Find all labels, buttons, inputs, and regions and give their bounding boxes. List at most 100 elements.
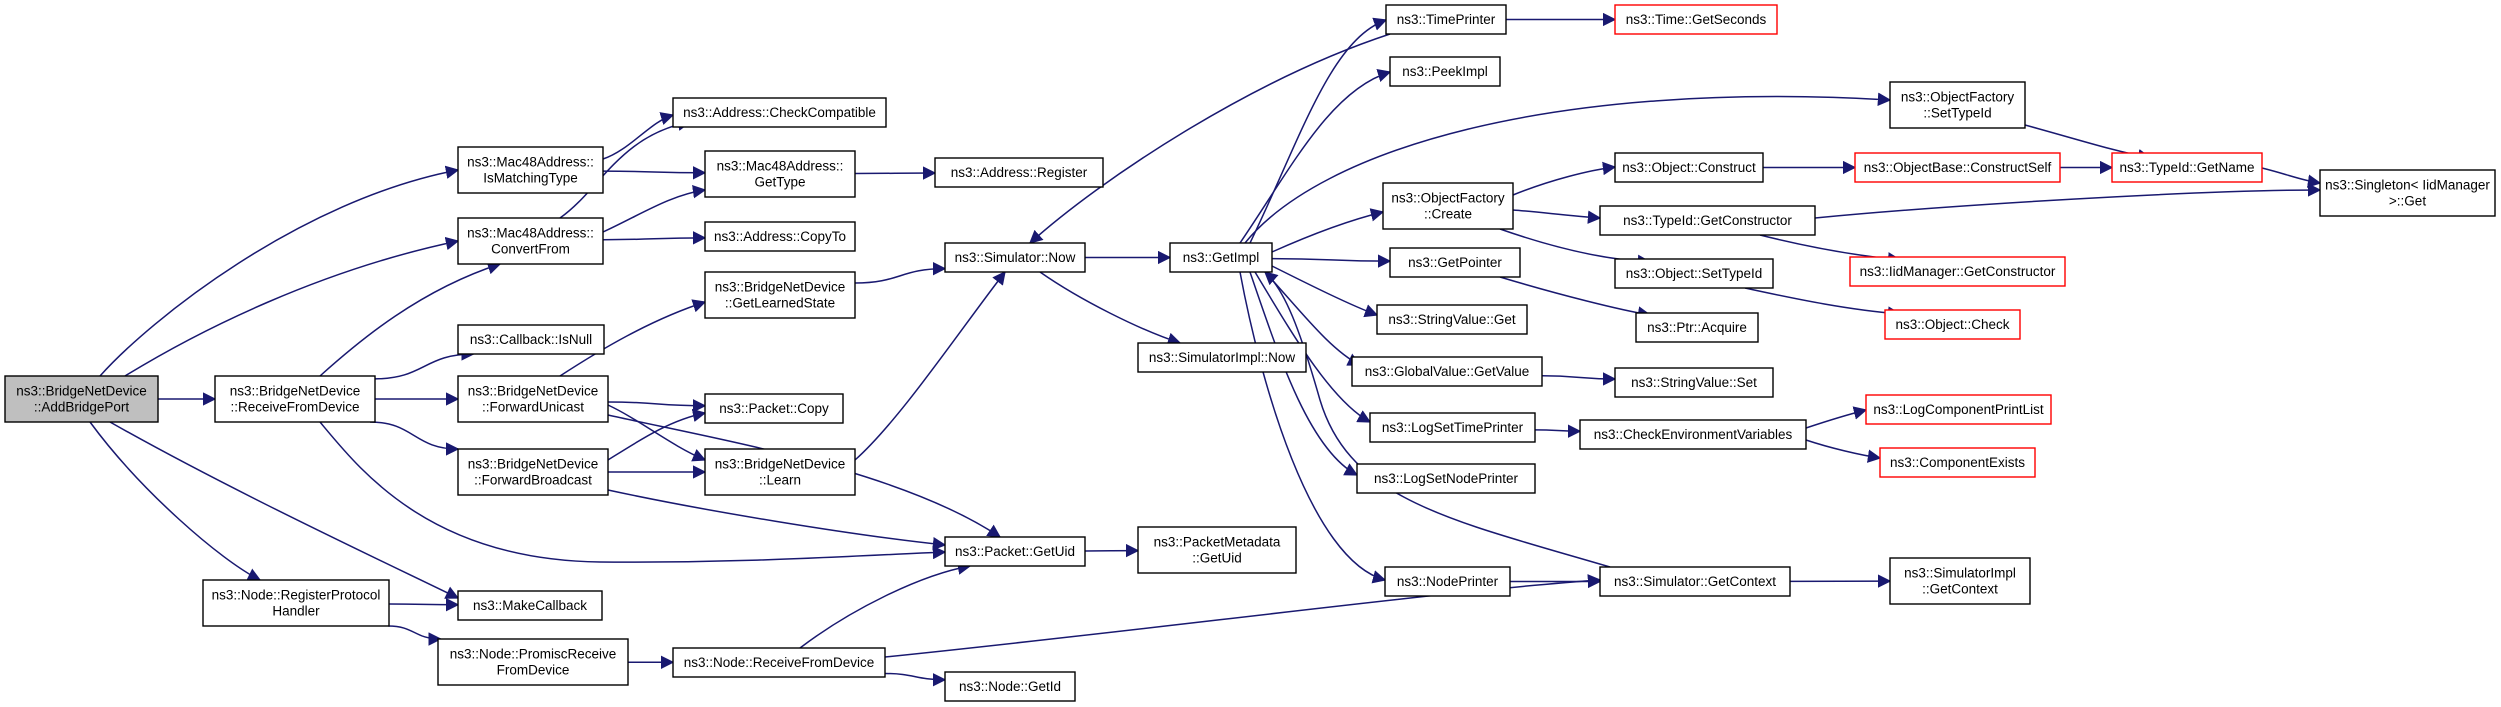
node-StringValueSet[interactable]: ns3::StringValue::Set bbox=[1614, 367, 1774, 398]
node-label: ns3::Address::CheckCompatible bbox=[683, 105, 876, 120]
edge-GetImpl-to-NodePrinter bbox=[1239, 271, 1387, 584]
node-box bbox=[672, 97, 887, 128]
node-label: ns3::BridgeNetDevice bbox=[230, 383, 361, 398]
node-LogSetNodePrinter[interactable]: ns3::LogSetNodePrinter bbox=[1356, 463, 1536, 494]
node-label: ns3::BridgeNetDevice bbox=[468, 383, 599, 398]
node-NodeGetId[interactable]: ns3::Node::GetId bbox=[944, 671, 1076, 702]
node-SimulatorNow[interactable]: ns3::Simulator::Now bbox=[944, 242, 1086, 273]
node-PacketMetadataGetUid[interactable]: ns3::PacketMetadata::GetUid bbox=[1137, 526, 1297, 574]
node-label: ns3::Packet::Copy bbox=[719, 401, 829, 416]
node-ConstructSelf[interactable]: ns3::ObjectBase::ConstructSelf bbox=[1854, 152, 2061, 183]
node-ConvertFrom[interactable]: ns3::Mac48Address::ConvertFrom bbox=[457, 217, 604, 265]
node-label: ns3::BridgeNetDevice bbox=[715, 456, 846, 471]
node-TimeGetSeconds[interactable]: ns3::Time::GetSeconds bbox=[1614, 4, 1778, 35]
node-label: ns3::GetImpl bbox=[1183, 250, 1260, 265]
edge-NodeReceiveFromDevice-to-PacketGetUid bbox=[799, 561, 972, 649]
edge-Learn-to-SimulatorNow bbox=[854, 270, 1006, 461]
node-box bbox=[1389, 56, 1501, 87]
node-CheckEnvironmentVariables[interactable]: ns3::CheckEnvironmentVariables bbox=[1579, 419, 1807, 450]
edge-AddBridgePort-to-RegisterProtocolHandler bbox=[89, 421, 262, 581]
node-AddressRegister[interactable]: ns3::Address::Register bbox=[934, 157, 1104, 188]
node-NodeReceiveFromDevice[interactable]: ns3::Node::ReceiveFromDevice bbox=[672, 647, 886, 678]
edge-CheckEnvironmentVariables-to-ComponentExists bbox=[1805, 439, 1882, 463]
edge-CheckEnvironmentVariables-to-LogComponentPrintList bbox=[1805, 406, 1868, 429]
node-SingletonGet[interactable]: ns3::Singleton< IidManager >::Get bbox=[2319, 169, 2496, 217]
node-ReceiveFromDevice[interactable]: ns3::BridgeNetDevice::ReceiveFromDevice bbox=[214, 375, 376, 423]
node-SimulatorImplNow[interactable]: ns3::SimulatorImpl::Now bbox=[1137, 342, 1307, 373]
node-box bbox=[1889, 81, 2026, 129]
node-box bbox=[1614, 367, 1774, 398]
node-PacketGetUid[interactable]: ns3::Packet::GetUid bbox=[944, 536, 1086, 567]
node-ComponentExists[interactable]: ns3::ComponentExists bbox=[1879, 447, 2036, 478]
edge-ForwardBroadcast-to-PacketCopy bbox=[607, 408, 707, 461]
edge-IsMatchingType-to-Mac48GetType bbox=[602, 166, 707, 180]
node-label: ns3::Node::RegisterProtocol bbox=[212, 587, 381, 602]
node-box bbox=[1854, 152, 2061, 183]
node-Mac48GetType[interactable]: ns3::Mac48Address::GetType bbox=[704, 150, 856, 198]
node-box bbox=[704, 271, 856, 319]
node-box bbox=[704, 448, 856, 496]
node-GetImpl[interactable]: ns3::GetImpl bbox=[1169, 242, 1273, 273]
node-ObjectConstruct[interactable]: ns3::Object::Construct bbox=[1614, 152, 1764, 183]
edge-TypeIdGetConstructor-to-IidManagerGetConstructor bbox=[1759, 234, 1902, 266]
node-TypeIdGetConstructor[interactable]: ns3::TypeId::GetConstructor bbox=[1599, 205, 1816, 236]
node-PacketCopy[interactable]: ns3::Packet::Copy bbox=[704, 393, 844, 424]
node-TimePrinter[interactable]: ns3::TimePrinter bbox=[1385, 4, 1507, 35]
node-MakeCallback[interactable]: ns3::MakeCallback bbox=[457, 590, 603, 621]
node-ObjectCheck[interactable]: ns3::Object::Check bbox=[1884, 309, 2021, 340]
node-label: ns3::PeekImpl bbox=[1402, 64, 1488, 79]
node-CheckCompatible[interactable]: ns3::Address::CheckCompatible bbox=[672, 97, 887, 128]
node-box bbox=[1137, 342, 1307, 373]
edge-Mac48GetType-to-AddressRegister bbox=[854, 166, 937, 180]
node-box bbox=[1137, 526, 1297, 574]
node-ObjectFactoryCreate[interactable]: ns3::ObjectFactory::Create bbox=[1382, 182, 1514, 230]
node-box bbox=[1382, 182, 1514, 230]
node-PeekImpl[interactable]: ns3::PeekImpl bbox=[1389, 56, 1501, 87]
node-SimulatorImplGetContext[interactable]: ns3::SimulatorImpl::GetContext bbox=[1889, 557, 2031, 605]
node-box bbox=[1879, 447, 2036, 478]
node-label: ns3::ObjectFactory bbox=[1391, 190, 1505, 205]
node-box bbox=[437, 638, 629, 686]
edge-GetLearnedState-to-SimulatorNow bbox=[854, 261, 947, 284]
node-label: ns3::Simulator::Now bbox=[955, 250, 1076, 265]
node-label: ns3::StringValue::Get bbox=[1388, 312, 1516, 327]
node-IidManagerGetConstructor[interactable]: ns3::IidManager::GetConstructor bbox=[1849, 256, 2066, 287]
node-ObjectSetTypeId[interactable]: ns3::Object::SetTypeId bbox=[1614, 258, 1774, 289]
node-CallbackIsNull[interactable]: ns3::Callback::IsNull bbox=[457, 324, 605, 355]
node-IsMatchingType[interactable]: ns3::Mac48Address::IsMatchingType bbox=[457, 146, 604, 194]
node-PtrAcquire[interactable]: ns3::Ptr::Acquire bbox=[1635, 312, 1759, 343]
node-Learn[interactable]: ns3::BridgeNetDevice::Learn bbox=[704, 448, 856, 496]
edge-GlobalValueGetValue-to-StringValueSet bbox=[1541, 372, 1617, 386]
node-ForwardBroadcast[interactable]: ns3::BridgeNetDevice::ForwardBroadcast bbox=[457, 448, 609, 496]
node-box bbox=[2319, 169, 2496, 217]
node-label: ns3::Packet::GetUid bbox=[955, 544, 1075, 559]
node-label: ::SetTypeId bbox=[1923, 105, 1991, 120]
edge-GetImpl-to-GetPointer bbox=[1271, 254, 1392, 268]
node-box bbox=[1635, 312, 1759, 343]
node-GetPointer[interactable]: ns3::GetPointer bbox=[1389, 247, 1521, 278]
edge-ObjectSetTypeId-to-ObjectCheck bbox=[1744, 287, 1902, 320]
node-LogComponentPrintList[interactable]: ns3::LogComponentPrintList bbox=[1865, 394, 2052, 425]
edge-GetImpl-to-ObjectFactoryCreate bbox=[1271, 208, 1385, 253]
node-label: ns3::Mac48Address:: bbox=[467, 225, 594, 240]
node-box bbox=[1376, 304, 1528, 335]
node-GlobalValueGetValue[interactable]: ns3::GlobalValue::GetValue bbox=[1351, 356, 1543, 387]
node-AddBridgePort[interactable]: ns3::BridgeNetDevice::AddBridgePort bbox=[4, 375, 159, 423]
edge-SimulatorNow-to-SimulatorImplNow bbox=[1039, 271, 1182, 346]
node-label: ns3::Object::Check bbox=[1895, 317, 2009, 332]
edge-ForwardUnicast-to-Learn bbox=[607, 404, 707, 462]
node-ForwardUnicast[interactable]: ns3::BridgeNetDevice::ForwardUnicast bbox=[457, 375, 609, 423]
node-SimulatorGetContext[interactable]: ns3::Simulator::GetContext bbox=[1599, 566, 1791, 597]
node-LogSetTimePrinter[interactable]: ns3::LogSetTimePrinter bbox=[1369, 412, 1536, 443]
node-ObjectFactorySetTypeId[interactable]: ns3::ObjectFactory::SetTypeId bbox=[1889, 81, 2026, 129]
node-CopyTo[interactable]: ns3::Address::CopyTo bbox=[704, 221, 856, 252]
node-label: ns3::Mac48Address:: bbox=[467, 154, 594, 169]
node-GetLearnedState[interactable]: ns3::BridgeNetDevice::GetLearnedState bbox=[704, 271, 856, 319]
node-label: ns3::TypeId::GetConstructor bbox=[1623, 213, 1792, 228]
node-StringValueGet[interactable]: ns3::StringValue::Get bbox=[1376, 304, 1528, 335]
node-TypeIdGetName[interactable]: ns3::TypeId::GetName bbox=[2111, 152, 2263, 183]
node-box bbox=[704, 221, 856, 252]
node-NodePrinter[interactable]: ns3::NodePrinter bbox=[1384, 566, 1511, 597]
